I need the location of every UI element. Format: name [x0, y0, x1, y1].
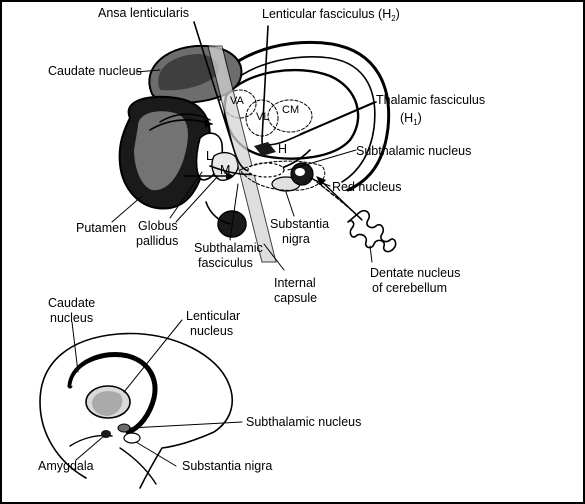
- upper-diagram: Ansa lenticularis Lenticular fasciculus …: [48, 6, 485, 305]
- lower-diagram: Caudate nucleus Lenticular nucleus Subth…: [38, 296, 361, 488]
- subthalamic-nucleus-shape: [248, 163, 284, 177]
- label-m: M: [220, 163, 230, 177]
- label-putamen: Putamen: [76, 221, 126, 235]
- label-thalamic-h-main: (H: [400, 111, 413, 125]
- label-lenticular-fasciculus: Lenticular fasciculus (H2): [262, 7, 400, 23]
- label-ansa-lenticularis: Ansa lenticularis: [98, 6, 189, 20]
- leader-dentate: [370, 246, 372, 262]
- leader-amygdala: [76, 436, 104, 460]
- label-lenticular-nucleus-bottom-2: nucleus: [190, 324, 233, 338]
- subthalamic-nucleus-lower: [118, 424, 130, 432]
- label-caudate-nucleus-bottom-1: Caudate: [48, 296, 95, 310]
- label-thalamic-fasciculus-h: (H1): [400, 111, 422, 127]
- label-internal-capsule-1: Internal: [274, 276, 316, 290]
- label-subthalamic-nucleus-bottom: Subthalamic nucleus: [246, 415, 361, 429]
- label-thalamic-fasciculus: Thalamic fasciculus: [376, 93, 485, 107]
- label-subthalamic-fasciculus-2: fasciculus: [198, 256, 253, 270]
- label-va: VA: [230, 95, 245, 107]
- label-dentate-nucleus-2: of cerebellum: [372, 281, 447, 295]
- leader-subthalamic-bottom: [130, 422, 242, 428]
- label-l: L: [206, 149, 213, 163]
- leader-substantia-nigra-top: [286, 192, 294, 216]
- label-globus-pallidus-1: Globus: [138, 219, 178, 233]
- label-h: H: [278, 142, 287, 156]
- label-amygdala: Amygdala: [38, 459, 94, 473]
- label-dentate-nucleus-1: Dentate nucleus: [370, 266, 460, 280]
- label-substantia-nigra-top-1: Substantia: [270, 217, 329, 231]
- leader-thalamic-fasciculus: [300, 102, 374, 134]
- red-nucleus-core: [295, 168, 305, 176]
- label-red-nucleus: Red nucleus: [332, 180, 402, 194]
- label-cm: CM: [282, 104, 299, 116]
- label-caudate-nucleus-bottom-2: nucleus: [50, 311, 93, 325]
- label-lenticular-nucleus-bottom-1: Lenticular: [186, 309, 240, 323]
- dentate-nucleus-shape: [348, 211, 396, 252]
- label-caudate-nucleus-top: Caudate nucleus: [48, 64, 142, 78]
- label-lenticular-fasciculus-close: ): [396, 7, 400, 21]
- label-substantia-nigra-top-2: nigra: [282, 232, 310, 246]
- brainstem-lower: [120, 448, 156, 484]
- caudate-c-shape-inner: [72, 358, 128, 386]
- substantia-nigra-lower: [124, 433, 140, 443]
- label-vl: VL: [256, 111, 269, 123]
- label-globus-pallidus-2: pallidus: [136, 234, 178, 248]
- label-substantia-nigra-bottom: Substantia nigra: [182, 459, 272, 473]
- label-subthalamic-fasciculus-1: Subthalamic: [194, 241, 263, 255]
- label-subthalamic-nucleus-top: Subthalamic nucleus: [356, 144, 471, 158]
- leader-substantia-nigra-bottom: [136, 442, 176, 466]
- label-thalamic-h-close: ): [418, 111, 422, 125]
- label-internal-capsule-2: capsule: [274, 291, 317, 305]
- lenticular-fasciculus-fiber: [262, 26, 272, 151]
- label-lenticular-fasciculus-main: Lenticular fasciculus (H: [262, 7, 391, 21]
